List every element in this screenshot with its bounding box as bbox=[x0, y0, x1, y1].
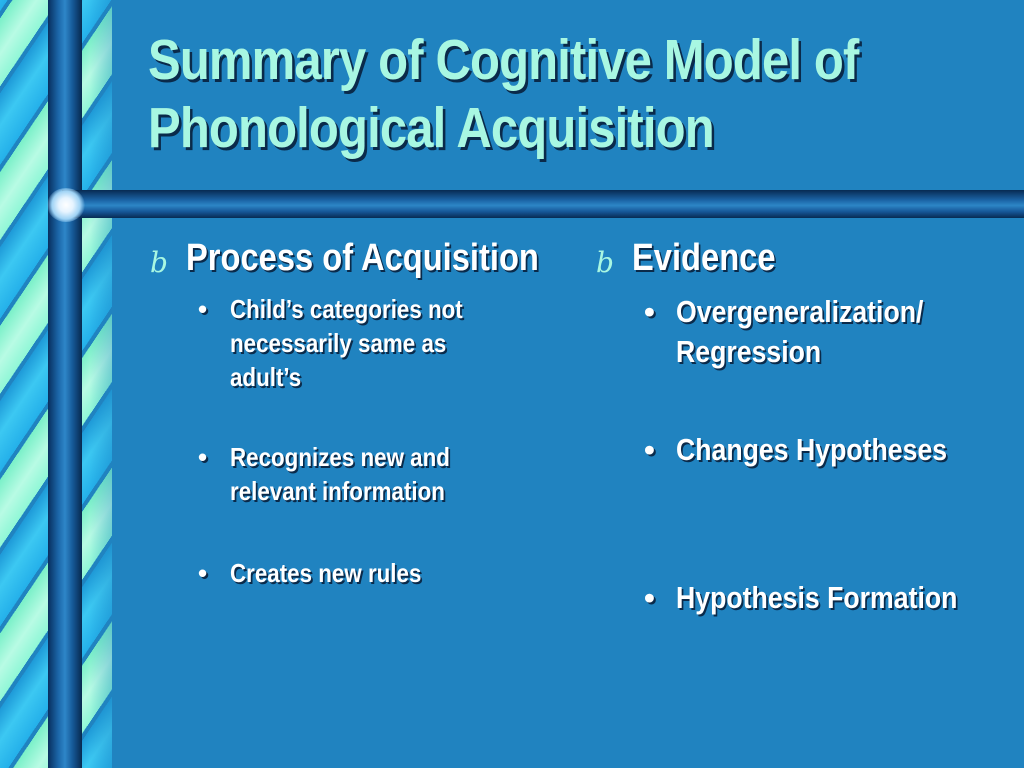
bullet-dot-icon: • bbox=[198, 558, 208, 588]
slide-title: Summary of Cognitive Model of Phonologic… bbox=[148, 28, 859, 160]
bar-joint-highlight bbox=[47, 188, 85, 222]
left-bullet-3-text: Creates new rules bbox=[230, 558, 422, 588]
bullet-dot-icon: • bbox=[644, 580, 655, 615]
right-bullet-2-text: Changes Hypotheses bbox=[676, 432, 948, 467]
title-divider-bar bbox=[62, 190, 1024, 218]
heading-bullet-icon: b bbox=[596, 246, 614, 279]
left-heading-text: Process of Acquisition bbox=[186, 237, 539, 279]
left-bullet-1-text: Child’s categories not necessarily same … bbox=[230, 294, 463, 392]
right-bullet-1-text: Overgeneralization/ Regression bbox=[676, 294, 924, 369]
left-heading: b Process of Acquisition bbox=[148, 234, 568, 286]
right-bullet-3-text: Hypothesis Formation bbox=[676, 580, 958, 615]
left-bullet-2-text: Recognizes new and relevant information bbox=[230, 442, 450, 506]
left-column: b Process of Acquisition • Child’s categ… bbox=[148, 234, 568, 588]
right-heading: b Evidence bbox=[594, 234, 1014, 286]
right-column: b Evidence • Overgeneralization/ Regress… bbox=[594, 234, 1014, 615]
bullet-dot-icon: • bbox=[198, 294, 208, 324]
bullet-dot-icon: • bbox=[644, 294, 655, 329]
vertical-pole bbox=[48, 0, 82, 768]
bullet-dot-icon: • bbox=[198, 442, 208, 472]
bullet-dot-icon: • bbox=[644, 432, 655, 467]
heading-bullet-icon: b bbox=[150, 246, 168, 279]
right-heading-text: Evidence bbox=[632, 237, 776, 279]
